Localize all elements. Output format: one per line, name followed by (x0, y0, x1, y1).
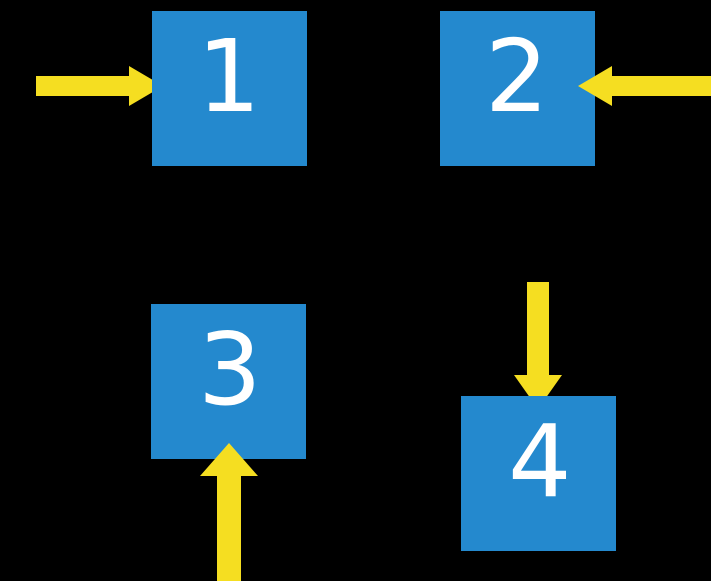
arrow-down-shape (514, 282, 562, 409)
arrow-left-shape (578, 66, 711, 106)
arrow-right-into-box-1 (36, 66, 163, 106)
box-4[interactable] (461, 396, 616, 551)
box-2-label: 2 (485, 18, 549, 135)
box-4-label: 4 (508, 403, 572, 520)
arrow-right-shape (36, 66, 163, 106)
arrow-up-into-box-3 (200, 443, 258, 581)
arrow-left-into-box-2 (578, 66, 711, 106)
arrow-up-shape (200, 443, 258, 581)
box-3[interactable] (151, 304, 306, 459)
box-1-label: 1 (197, 18, 261, 135)
box-2[interactable] (440, 11, 595, 166)
arrow-down-into-box-4 (514, 282, 562, 409)
box-3-label: 3 (198, 311, 262, 428)
box-1[interactable] (152, 11, 307, 166)
